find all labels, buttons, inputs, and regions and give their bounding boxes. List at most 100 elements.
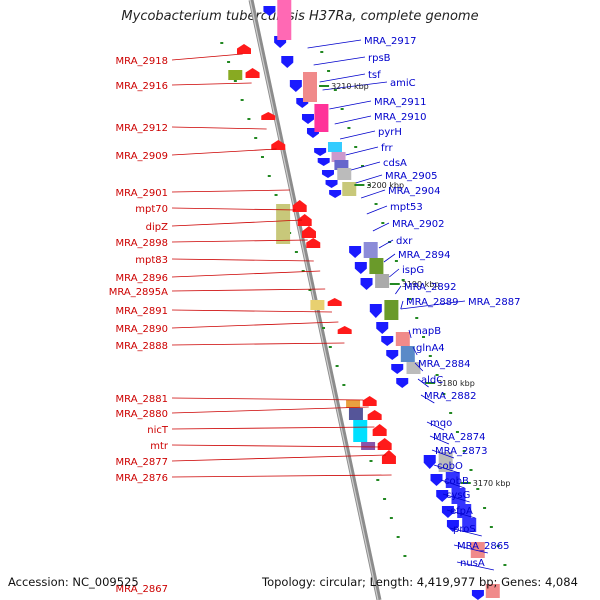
leader-line <box>171 397 364 401</box>
tick-mark <box>260 156 264 158</box>
leader-line <box>319 73 366 83</box>
gene-label-left: MRA_2901 <box>116 188 168 199</box>
gene-label-left: MRA_2877 <box>116 457 168 468</box>
reverse-gene-arrow <box>372 424 387 436</box>
forward-gene-arrow <box>329 190 342 198</box>
gene-label-left: MRA_2881 <box>116 394 168 405</box>
forward-gene-arrow <box>471 590 484 600</box>
gene-label-left: MRA_2867 <box>116 584 168 595</box>
forward-gene-arrow <box>396 378 409 388</box>
leader-line <box>171 309 332 313</box>
ruler-label: 3190 kbp <box>402 280 440 289</box>
gene-label-right: MRA_2911 <box>374 97 426 108</box>
gene-label-left: MRA_2909 <box>116 151 168 162</box>
leader-line <box>171 53 243 61</box>
tick-mark <box>469 469 473 471</box>
gene-feature-box <box>342 182 357 196</box>
tick-mark <box>328 346 332 348</box>
tick-mark <box>428 355 432 357</box>
leader-line <box>171 126 267 130</box>
reverse-gene-arrow <box>297 214 312 226</box>
gene-feature-box <box>314 104 329 132</box>
leader-line <box>408 329 412 339</box>
reverse-gene-arrow <box>261 112 276 120</box>
gene-feature-box <box>337 168 352 180</box>
leader-line <box>412 346 418 356</box>
tick-mark <box>376 479 380 481</box>
gene-label-left: MRA_2891 <box>116 306 168 317</box>
gene-feature-box <box>395 332 410 346</box>
tick-mark <box>369 460 373 462</box>
reverse-gene-arrow <box>292 200 307 212</box>
gene-feature-box <box>346 400 361 408</box>
gene-label-left: mtr <box>150 441 169 452</box>
tick-mark <box>408 298 412 300</box>
tick-mark <box>354 146 358 148</box>
gene-label-right: MRA_2884 <box>418 359 470 370</box>
forward-gene-arrow <box>441 506 454 518</box>
tick-mark <box>327 70 331 72</box>
reverse-gene-arrow <box>245 68 260 78</box>
gene-label-left: mpt70 <box>135 204 168 215</box>
tick-mark <box>476 488 480 490</box>
gene-label-left: MRA_2916 <box>116 81 168 92</box>
gene-feature-box <box>277 0 292 40</box>
forward-gene-arrow <box>446 520 459 532</box>
tick-mark <box>374 203 378 205</box>
tick-mark <box>462 450 466 452</box>
gene-feature-box <box>457 504 472 518</box>
ruler-label: 3170 kbp <box>473 479 511 488</box>
accession-text: Accession: NC_009525 <box>8 575 139 589</box>
gene-label-right: MRA_2887 <box>468 297 520 308</box>
leader-line <box>456 561 495 571</box>
gene-feature-box <box>310 300 325 310</box>
gene-label-right: glnA4 <box>416 343 445 354</box>
gene-feature-box <box>327 142 342 152</box>
reverse-gene-arrow <box>236 44 251 54</box>
tick-mark <box>254 137 258 139</box>
gene-label-left: mpt83 <box>135 255 168 266</box>
gene-label-right: proS <box>453 524 476 535</box>
gene-label-right: MRA_2865 <box>457 541 509 552</box>
forward-gene-arrow <box>317 158 330 166</box>
gene-feature-box <box>302 72 317 102</box>
forward-gene-arrow <box>281 56 294 68</box>
gene-label-left: MRA_2912 <box>116 123 168 134</box>
gene-label-right: MRA_2917 <box>364 36 416 47</box>
gene-label-right: MRA_2892 <box>404 282 456 293</box>
gene-label-right: cdsA <box>383 158 407 169</box>
leader-line <box>442 493 470 503</box>
leader-line <box>351 161 381 171</box>
gene-label-left: nicT <box>147 425 169 436</box>
gene-label-right: MRA_2882 <box>424 391 476 402</box>
forward-gene-arrow <box>376 322 389 334</box>
tick-mark <box>496 545 500 547</box>
gene-label-right: rpsB <box>368 53 391 64</box>
gene-feature-box <box>375 274 390 288</box>
gene-label-right: MRA_2874 <box>433 432 485 443</box>
leader-line <box>339 130 376 140</box>
forward-gene-arrow <box>289 80 302 92</box>
gene-feature-box <box>384 300 399 320</box>
gene-label-right: amiC <box>390 78 416 89</box>
leader-line <box>171 189 290 193</box>
leader-line <box>440 479 465 489</box>
gene-label-right: cysG <box>446 490 470 501</box>
leader-line <box>360 189 386 199</box>
tick-mark <box>240 99 244 101</box>
gene-feature-box <box>470 542 485 558</box>
leader-line <box>171 258 314 262</box>
gene-label-right: cobB <box>444 476 469 487</box>
leader-line <box>171 82 252 86</box>
reverse-gene-arrow <box>337 326 352 334</box>
forward-gene-arrow <box>321 170 334 178</box>
leader-line <box>171 474 392 478</box>
forward-gene-arrow <box>314 148 327 156</box>
gene-feature-box <box>361 442 376 450</box>
tick-mark <box>367 184 371 186</box>
map-title: Mycobacterium tuberculosis H37Ra, comple… <box>121 9 479 24</box>
tick-mark <box>301 270 305 272</box>
leader-line <box>345 146 379 156</box>
tick-mark <box>403 555 407 557</box>
leader-line <box>417 378 429 388</box>
